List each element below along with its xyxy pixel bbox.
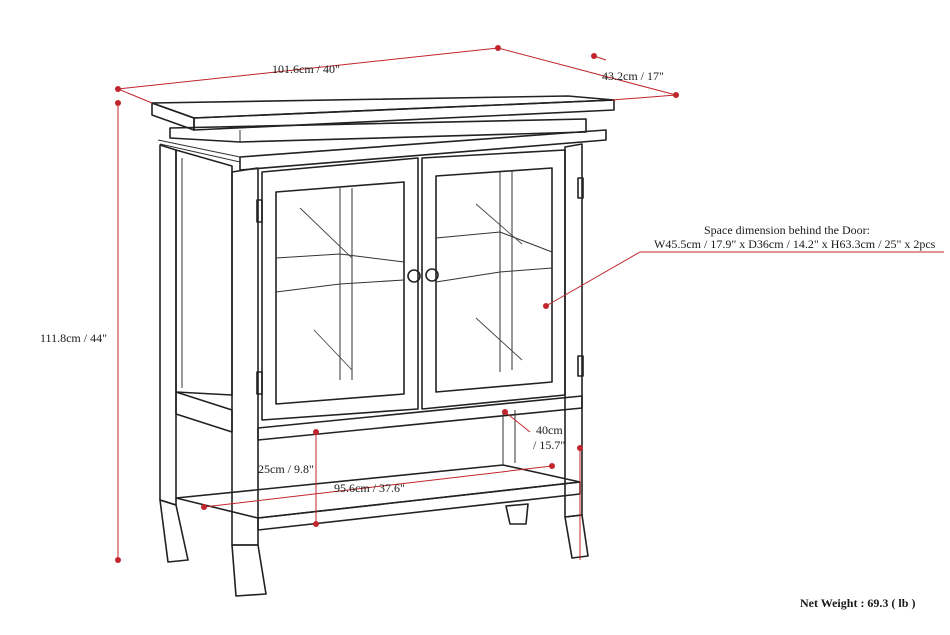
door-space-title: Space dimension behind the Door: xyxy=(704,223,870,237)
door-space-leader xyxy=(545,251,641,307)
right-inner-shelf-2 xyxy=(435,267,553,283)
left-rear-leg xyxy=(159,499,189,563)
hinge-icon xyxy=(256,371,263,395)
dimension-labels: 101.6cm / 40" 43.2cm / 17" 111.8cm / 44"… xyxy=(40,62,936,610)
inner-height-label: 40cm xyxy=(536,423,563,437)
right-door-knob xyxy=(425,268,439,282)
front-frame-header xyxy=(239,129,607,171)
dimension-endpoint xyxy=(201,504,207,510)
dimension-endpoint xyxy=(591,53,597,59)
dimension-endpoint xyxy=(115,86,121,92)
dimension-endpoint xyxy=(549,463,555,469)
hinge-icon xyxy=(577,355,584,377)
left-front-stile xyxy=(231,167,259,546)
net-weight-label: Net Weight : 69.3 ( lb ) xyxy=(800,596,915,610)
depth-leader xyxy=(611,94,677,101)
right-front-leg xyxy=(564,514,589,559)
right-inner-shelf xyxy=(435,231,553,253)
shelf-width-label: 95.6cm / 37.6" xyxy=(334,481,405,495)
right-rear-leg xyxy=(505,503,529,525)
shelf-clearance-label: 25cm / 9.8" xyxy=(258,462,314,476)
left-side-inner xyxy=(175,149,233,396)
dimension-endpoint xyxy=(313,429,319,435)
height-label: 111.8cm / 44" xyxy=(40,331,107,345)
left-glass-reflection xyxy=(299,207,353,259)
apron-side-molding-2 xyxy=(157,139,241,158)
cabinet-top xyxy=(151,95,615,119)
side-lower-rail xyxy=(175,391,233,433)
width-extension-line xyxy=(117,88,153,104)
cabinet-top-edge xyxy=(193,99,615,131)
left-glass-reflection-2 xyxy=(313,329,353,371)
right-door-glass xyxy=(435,167,553,393)
dimension-endpoint xyxy=(673,92,679,98)
right-door xyxy=(421,149,566,410)
depth-label: 43.2cm / 17" xyxy=(602,69,664,83)
dimension-endpoint xyxy=(502,409,508,415)
dimension-endpoint xyxy=(115,100,121,106)
bottom-shelf-front xyxy=(257,481,581,531)
right-glass-reflection xyxy=(475,203,523,245)
width-dimension-line xyxy=(117,47,499,90)
door-space-detail: W45.5cm / 17.9" x D36cm / 14.2" x H63.3c… xyxy=(654,237,936,251)
inner-height-leader xyxy=(504,411,531,433)
dimension-endpoint xyxy=(115,557,121,563)
cabinet-top-front xyxy=(151,102,195,131)
lower-front-rail xyxy=(257,395,583,441)
left-front-leg xyxy=(231,544,267,597)
left-side-panel xyxy=(159,144,177,506)
cabinet-drawing xyxy=(151,95,615,597)
depth-dimension-line xyxy=(497,47,677,96)
inner-height-label-imperial: / 15.7" xyxy=(533,438,565,452)
left-door-glass xyxy=(275,181,405,405)
apron-side-molding xyxy=(159,143,241,163)
right-glass-reflection-2 xyxy=(475,317,523,361)
hinge-icon xyxy=(256,199,263,223)
left-door xyxy=(261,157,419,421)
dimension-endpoint xyxy=(543,303,549,309)
dimension-endpoint xyxy=(577,445,583,451)
shelf-width-line xyxy=(203,465,553,508)
dimension-lines xyxy=(115,45,944,563)
dimension-endpoint xyxy=(313,521,319,527)
hinge-icon xyxy=(577,177,584,199)
left-door-knob xyxy=(407,269,421,283)
cabinet-apron xyxy=(169,118,587,143)
width-label: 101.6cm / 40" xyxy=(272,62,340,76)
right-front-stile xyxy=(564,143,583,518)
